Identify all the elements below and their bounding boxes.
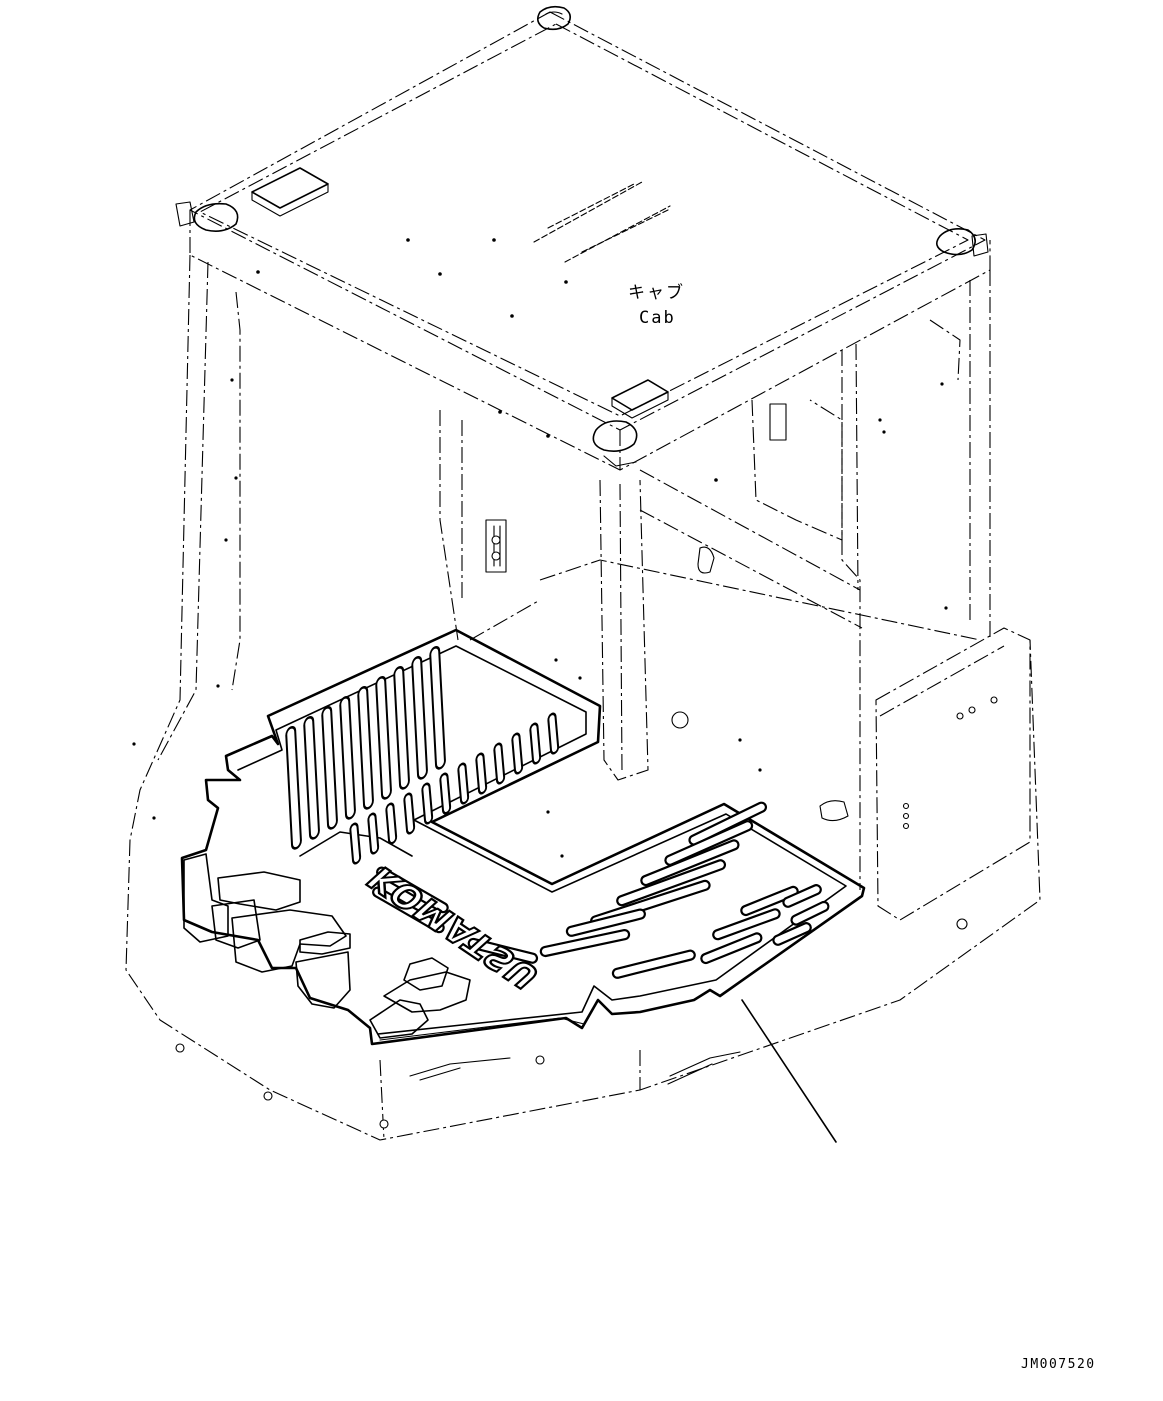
roof-plate-rear (251, 167, 329, 209)
pedal-cutouts (183, 853, 585, 1041)
cab-roof (175, 5, 991, 482)
drawing-code: JM007520 (1021, 1357, 1096, 1372)
roof-corner-bracket-right (936, 228, 989, 257)
roof-bolt-holes (256, 238, 718, 482)
roof-corner-bracket-back (536, 5, 572, 31)
cab-label-ja: キャブ (628, 283, 685, 303)
floor-mat-outline (180, 628, 866, 1046)
middle-slots (349, 712, 560, 865)
roof-corner-bracket-left (175, 201, 239, 232)
leader-line (741, 999, 837, 1143)
cab-label-en: Cab (639, 308, 676, 328)
floor-mat (180, 628, 866, 1046)
roof-corner-bracket-front (592, 420, 638, 467)
roof-plate-front (611, 379, 669, 411)
cab-pillars (129, 254, 991, 890)
rear-slots (285, 645, 446, 850)
cab-floor-base (125, 559, 1041, 1141)
brand-area-slots (372, 866, 539, 964)
front-slots (539, 801, 830, 979)
